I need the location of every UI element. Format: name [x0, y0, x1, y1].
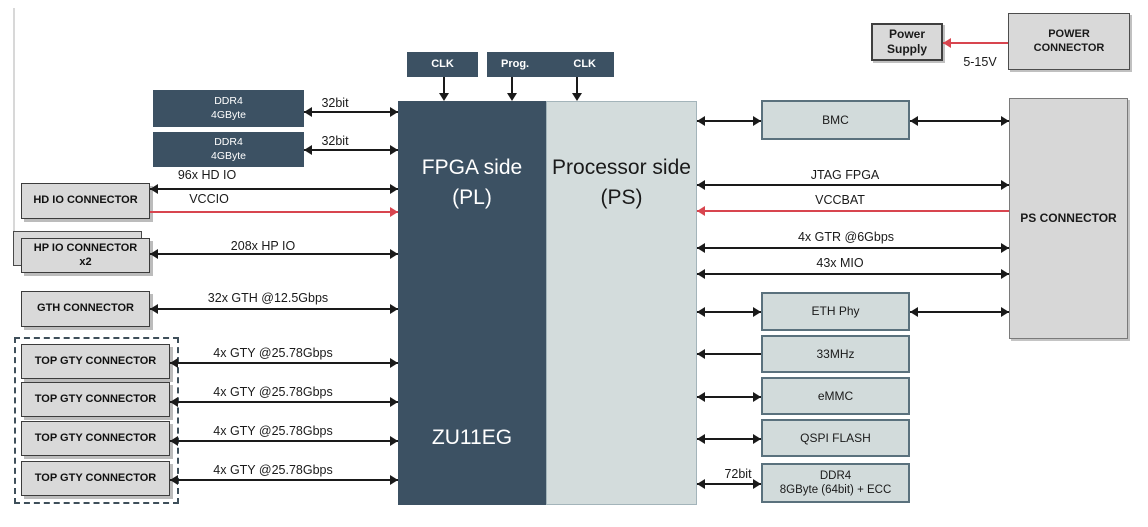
label-4x-gtr: 4x GTR @6Gbps [797, 230, 895, 244]
label-96x-hd-io: 96x HD IO [177, 168, 237, 182]
ps-ddr4-block: DDR4 8GByte (64bit) + ECC [761, 463, 910, 503]
page-edge-line [13, 8, 15, 231]
label-gty-1: 4x GTY @25.78Gbps [213, 346, 333, 360]
power-connector-block: POWER CONNECTOR [1008, 13, 1130, 70]
label-gty-2: 4x GTY @25.78Gbps [213, 385, 333, 399]
top-gty-connector-2: TOP GTY CONNECTOR [21, 382, 170, 417]
top-gty-connector-1: TOP GTY CONNECTOR [21, 344, 170, 379]
chip-name-label: ZU11EG [431, 426, 513, 449]
arrow-ps-ddr4 [697, 483, 761, 485]
fpga-side-block [398, 101, 546, 505]
label-32bit-1: 32bit [321, 96, 349, 110]
label-gty-4: 4x GTY @25.78Gbps [213, 463, 333, 477]
arrow-emmc [697, 396, 761, 398]
clk-arrow [443, 77, 445, 94]
processor-side-block [546, 101, 697, 505]
arrow-bmc-left [697, 120, 761, 122]
arrow-gty-3 [170, 440, 398, 442]
arrow-mio [697, 273, 1009, 275]
ps-connector: PS CONNECTOR [1009, 98, 1128, 339]
arrow-gty-2 [170, 401, 398, 403]
arrow-hp-io [150, 253, 398, 255]
label-208x-hp-io: 208x HP IO [230, 239, 296, 253]
label-gty-3: 4x GTY @25.78Gbps [213, 424, 333, 438]
label-32bit-2: 32bit [321, 134, 349, 148]
arrow-gth [150, 308, 398, 310]
label-32x-gth: 32x GTH @12.5Gbps [207, 291, 329, 305]
arrow-33mhz [697, 353, 761, 355]
qspi-flash-block: QSPI FLASH [761, 419, 910, 457]
arrow-gty-4 [170, 479, 398, 481]
label-voltage: 5-15V [963, 55, 997, 69]
gty-connector-group [14, 337, 179, 504]
bmc-block: BMC [761, 100, 910, 140]
gth-connector: GTH CONNECTOR [21, 291, 150, 327]
arrow-qspi [697, 438, 761, 440]
ddr4-block-1: DDR4 4GByte [153, 90, 304, 127]
arrow-ddr4-1 [304, 111, 398, 113]
arrow-vccbat [697, 210, 1009, 212]
prog-clk-box: Prog. CLK [487, 52, 614, 77]
clk-box: CLK [407, 52, 478, 77]
top-gty-connector-4: TOP GTY CONNECTOR [21, 461, 170, 496]
prog-clk-arrow [576, 77, 578, 94]
arrow-vccio [150, 211, 398, 213]
prog-arrow [511, 77, 513, 94]
hd-io-connector: HD IO CONNECTOR [21, 183, 150, 219]
eth-phy-block: ETH Phy [761, 292, 910, 331]
arrow-jtag [697, 184, 1009, 186]
power-supply-block: Power Supply [871, 23, 943, 61]
fpga-side-label: FPGA side (PL) [421, 156, 523, 209]
label-vccbat: VCCBAT [815, 193, 865, 207]
processor-side-label: Processor side (PS) [552, 156, 691, 209]
emmc-block: eMMC [761, 377, 910, 415]
arrow-eth-left [697, 311, 761, 313]
clock-33mhz-block: 33MHz [761, 335, 910, 373]
label-jtag-fpga: JTAG FPGA [810, 168, 880, 182]
label-43x-mio: 43x MIO [816, 256, 864, 270]
arrow-power-supply [943, 42, 1008, 44]
arrow-gtr [697, 247, 1009, 249]
hp-io-connector: HP IO CONNECTOR x2 [21, 238, 150, 273]
arrow-gty-1 [170, 362, 398, 364]
ddr4-block-2: DDR4 4GByte [153, 132, 304, 167]
arrow-eth-right [910, 311, 1009, 313]
label-vccio: VCCIO [189, 192, 229, 206]
arrow-bmc-right [910, 120, 1009, 122]
label-72bit: 72bit [724, 467, 752, 481]
arrow-ddr4-2 [304, 149, 398, 151]
arrow-hd-io [150, 188, 398, 190]
top-gty-connector-3: TOP GTY CONNECTOR [21, 421, 170, 456]
